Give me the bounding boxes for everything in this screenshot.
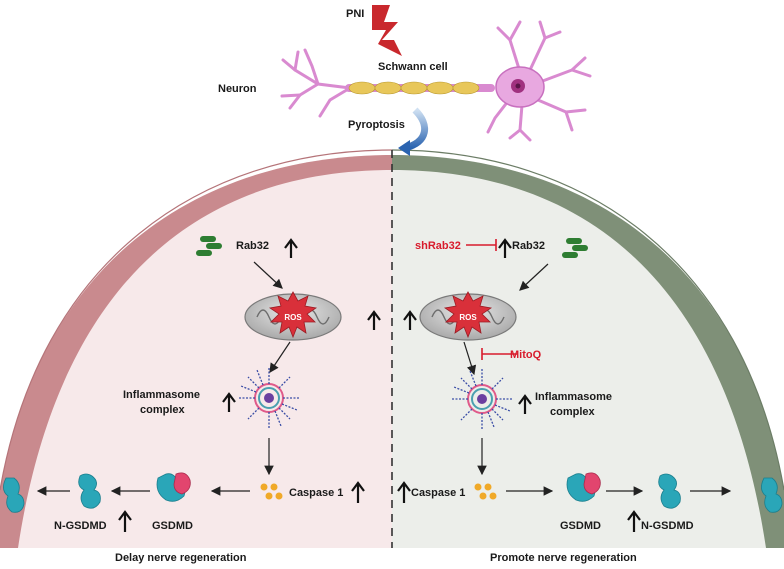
pyroptosis-arrowhead bbox=[398, 140, 410, 156]
shrab32-label: shRab32 bbox=[415, 240, 461, 252]
left-mitochondrion: ROS bbox=[244, 291, 342, 341]
right-inflammasome-line2: complex bbox=[550, 406, 596, 418]
left-ros-up-arrow bbox=[367, 310, 381, 330]
left-caspase-up-arrow bbox=[351, 481, 365, 503]
right-rab32-up-arrow bbox=[498, 238, 512, 258]
right-n-gsdmd-up-arrow bbox=[627, 510, 641, 532]
right-ros-burst bbox=[443, 291, 493, 339]
right-rab32-label: Rab32 bbox=[512, 240, 545, 252]
neuron-illustration: PNI bbox=[218, 5, 592, 156]
left-pathway: Rab32 ROS bbox=[3, 236, 381, 564]
left-inflammasome-icon bbox=[239, 368, 299, 428]
left-ros-burst bbox=[268, 291, 318, 339]
right-inflammasome-line1: Inflammasome bbox=[535, 391, 612, 403]
right-outcome-label: Promote nerve regeneration bbox=[490, 552, 637, 564]
right-ros-up-arrow bbox=[403, 310, 417, 330]
right-n-gsdmd-label: N-GSDMD bbox=[641, 520, 694, 532]
rab32-protein-icon bbox=[196, 236, 222, 256]
right-membrane-pore-icon bbox=[761, 477, 783, 513]
right-caspase-up-arrow bbox=[397, 481, 411, 503]
left-caspase-label: Caspase 1 bbox=[289, 487, 343, 499]
left-n-gsdmd-up-arrow bbox=[118, 510, 132, 532]
right-membrane bbox=[392, 155, 784, 548]
right-mitochondrion: ROS bbox=[419, 291, 517, 341]
shrab32-inhibition-line bbox=[466, 239, 497, 251]
left-gsdmd-label: GSDMD bbox=[152, 520, 193, 532]
left-inflammasome-line1: Inflammasome bbox=[123, 389, 200, 401]
left-outcome-label: Delay nerve regeneration bbox=[115, 552, 247, 564]
right-ros-label: ROS bbox=[459, 313, 477, 322]
neuron-label: Neuron bbox=[218, 83, 257, 95]
right-caspase-dots bbox=[474, 483, 497, 500]
right-rab32-protein-icon bbox=[562, 238, 588, 258]
right-gsdmd-icon bbox=[566, 472, 601, 502]
right-caspase-label: Caspase 1 bbox=[411, 487, 465, 499]
left-inflammasome-line2: complex bbox=[140, 404, 186, 416]
right-inflammasome-up-arrow bbox=[518, 394, 532, 414]
left-membrane-pore-icon bbox=[3, 477, 25, 513]
pyroptosis-label: Pyroptosis bbox=[348, 119, 405, 131]
lightning-icon bbox=[372, 5, 402, 56]
schwann-cell-label: Schwann cell bbox=[378, 61, 448, 73]
left-membrane bbox=[0, 155, 392, 548]
left-n-gsdmd-icon bbox=[78, 473, 101, 509]
left-rab32-up-arrow bbox=[284, 238, 298, 258]
right-n-gsdmd-icon bbox=[658, 473, 681, 509]
left-caspase-dots bbox=[260, 483, 283, 500]
left-gsdmd-icon bbox=[156, 472, 191, 502]
mitoq-inhibition-line bbox=[481, 348, 518, 360]
left-rab32-label: Rab32 bbox=[236, 240, 269, 252]
left-n-gsdmd-label: N-GSDMD bbox=[54, 520, 107, 532]
left-inflammasome-up-arrow bbox=[222, 392, 236, 412]
left-ros-label: ROS bbox=[284, 313, 302, 322]
right-gsdmd-label: GSDMD bbox=[560, 520, 601, 532]
pyroptosis-arrow bbox=[403, 107, 428, 152]
right-inflammasome-icon bbox=[452, 369, 512, 429]
pni-label: PNI bbox=[346, 8, 364, 20]
mitoq-label: MitoQ bbox=[510, 349, 542, 361]
right-pathway: shRab32 Rab32 ROS MitoQ bbox=[397, 238, 783, 564]
